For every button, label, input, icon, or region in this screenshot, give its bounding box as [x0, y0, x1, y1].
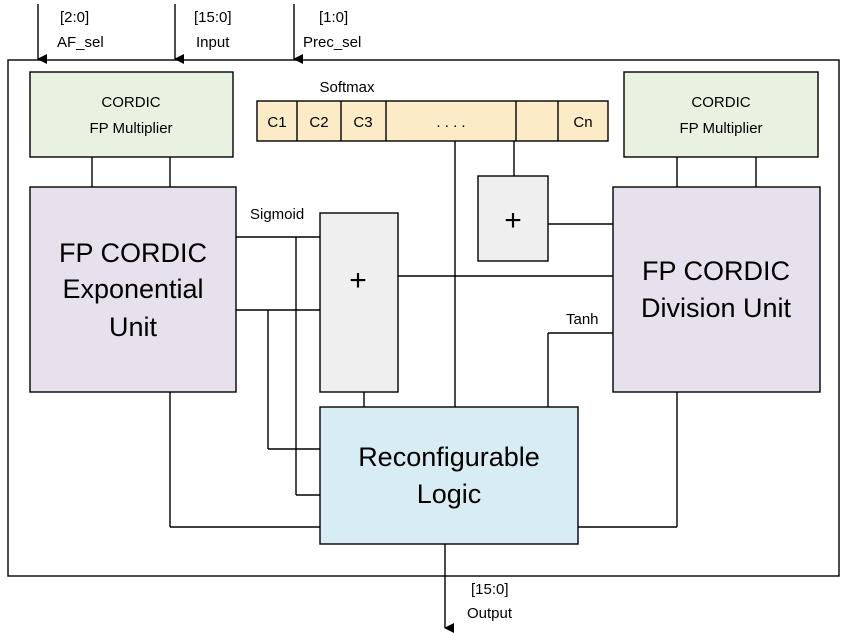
svg-text:Division Unit: Division Unit: [641, 293, 792, 323]
svg-text:CORDIC: CORDIC: [101, 94, 160, 111]
exponential-unit: FP CORDIC Exponential Unit: [29, 186, 237, 393]
svg-text:Unit: Unit: [109, 312, 158, 342]
svg-text:FP CORDIC: FP CORDIC: [642, 256, 790, 286]
svg-text:CORDIC: CORDIC: [691, 94, 750, 111]
svg-text:Reconfigurable: Reconfigurable: [358, 442, 540, 472]
cordic-multiplier-left: CORDIC FP Multiplier: [29, 71, 234, 158]
input-width: [15:0]: [194, 9, 232, 26]
softmax-cell-ellipsis: . . . .: [436, 114, 465, 131]
svg-text:+: +: [504, 204, 522, 237]
reconfigurable-logic: Reconfigurable Logic: [319, 406, 579, 545]
svg-text:FP Multiplier: FP Multiplier: [89, 120, 172, 137]
softmax-cell-cn: Cn: [573, 114, 592, 131]
interconnect-wires: [91, 141, 757, 528]
softmax-array: C1 C2 C3 . . . . Cn: [256, 100, 609, 142]
af-sel-width: [2:0]: [60, 9, 89, 26]
svg-text:FP CORDIC: FP CORDIC: [59, 238, 207, 268]
svg-text:Exponential: Exponential: [62, 274, 203, 304]
cordic-multiplier-right: CORDIC FP Multiplier: [623, 71, 819, 158]
svg-text:Logic: Logic: [417, 479, 482, 509]
softmax-title: Softmax: [319, 79, 375, 96]
softmax-cell-c2: C2: [309, 114, 328, 131]
output-label: Output: [467, 605, 513, 622]
input-label: Input: [196, 34, 230, 51]
svg-text:+: +: [349, 264, 367, 297]
adder-right: +: [477, 175, 549, 262]
module-border: [7, 59, 840, 577]
adder-left: +: [319, 212, 399, 393]
sigmoid-label: Sigmoid: [250, 206, 304, 223]
prec-sel-label: Prec_sel: [303, 34, 361, 51]
svg-text:FP Multiplier: FP Multiplier: [679, 120, 762, 137]
softmax-cell-c1: C1: [267, 114, 286, 131]
prec-sel-width: [1:0]: [319, 9, 348, 26]
af-sel-label: AF_sel: [57, 34, 104, 51]
output-width: [15:0]: [471, 581, 509, 598]
tanh-label: Tanh: [566, 311, 599, 328]
softmax-cell-c3: C3: [353, 114, 372, 131]
division-unit: FP CORDIC Division Unit: [612, 186, 821, 393]
